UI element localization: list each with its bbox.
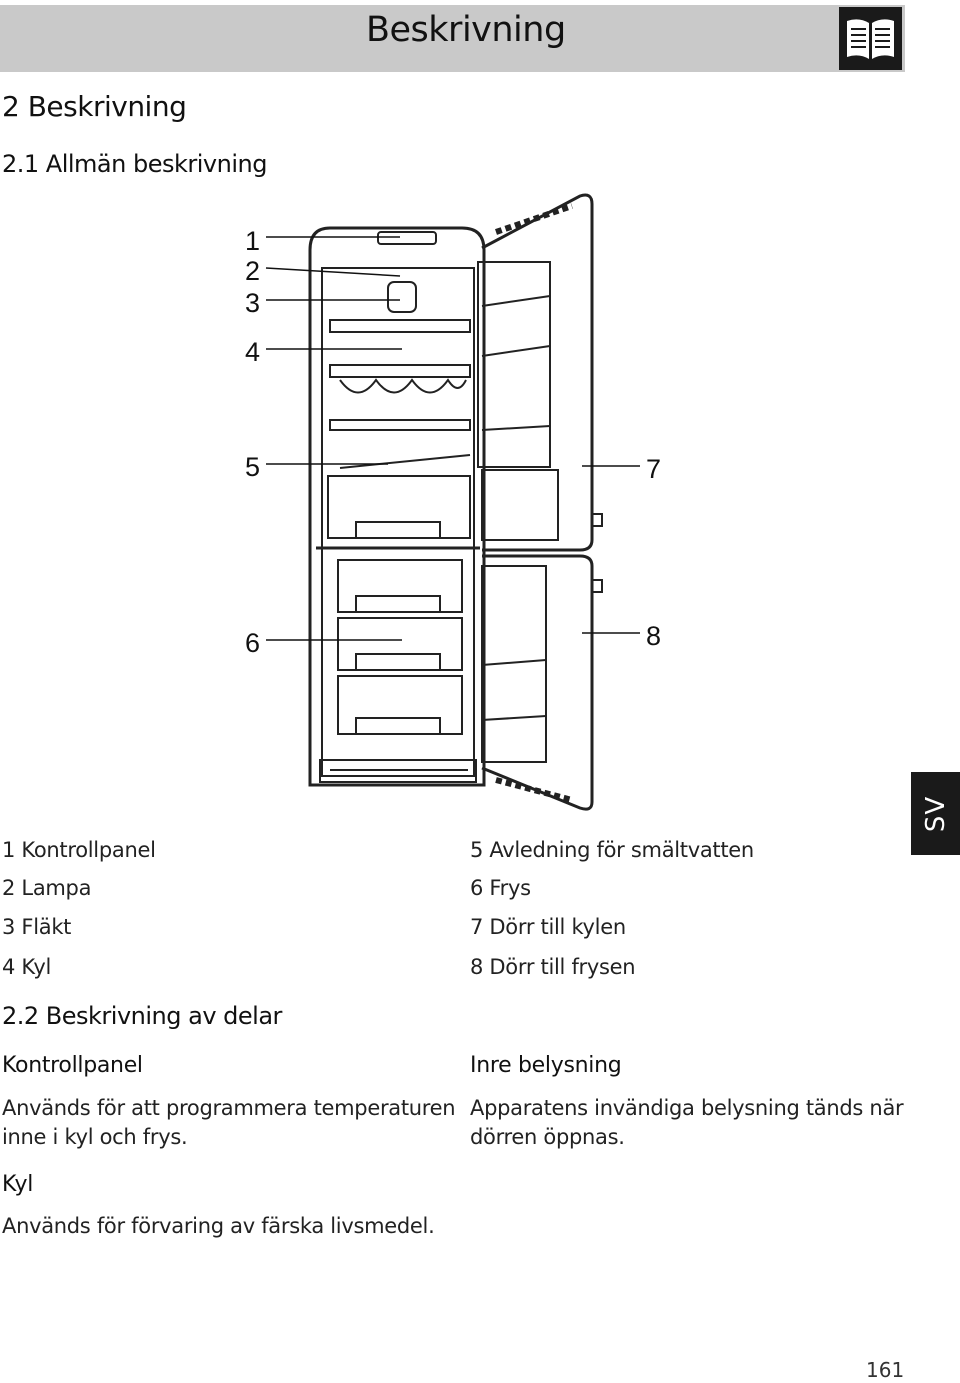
language-tab: SV [911, 772, 960, 855]
callout-3: 3 [245, 288, 260, 318]
paragraph-line: Används för förvaring av färska livsmede… [2, 1214, 435, 1238]
callout-2: 2 [245, 256, 260, 286]
fridge-diagram: 1 2 3 4 5 6 7 8 [245, 193, 661, 811]
header-bar [0, 5, 905, 72]
paragraph-line: Används för att programmera temperaturen [2, 1096, 456, 1120]
section-heading-general: 2.1 Allmän beskrivning [2, 150, 267, 178]
callout-7: 7 [646, 454, 661, 484]
legend-item: 5 Avledning för smältvatten [470, 838, 754, 862]
subheading-kontrollpanel: Kontrollpanel [2, 1053, 143, 1078]
callout-6: 6 [245, 628, 260, 658]
legend-item: 6 Frys [470, 876, 531, 900]
page-number: 161 [866, 1358, 905, 1382]
callout-8: 8 [646, 621, 661, 651]
paragraph-line: inne i kyl och frys. [2, 1125, 188, 1149]
subheading-inre-belysning: Inre belysning [470, 1053, 622, 1078]
callout-4: 4 [245, 337, 260, 367]
callout-1: 1 [245, 226, 260, 256]
legend-item: 2 Lampa [2, 876, 92, 900]
paragraph-line: dörren öppnas. [470, 1125, 625, 1149]
callout-5: 5 [245, 452, 260, 482]
chapter-heading: 2 Beskrivning [2, 90, 187, 123]
language-tab-label: SV [920, 795, 951, 832]
legend-item: 8 Dörr till frysen [470, 955, 636, 979]
section-heading-parts: 2.2 Beskrivning av delar [2, 1002, 282, 1030]
page-header-title: Beskrivning [366, 10, 566, 50]
paragraph-line: Apparatens invändiga belysning tänds när [470, 1096, 904, 1120]
subheading-kyl: Kyl [2, 1172, 34, 1197]
legend-item: 3 Fläkt [2, 915, 72, 939]
paragraph-kyl: Används för förvaring av färska livsmede… [2, 1212, 435, 1241]
paragraph-kontrollpanel: Används för att programmera temperaturen… [2, 1094, 456, 1152]
legend-item: 1 Kontrollpanel [2, 838, 156, 862]
paragraph-inre-belysning: Apparatens invändiga belysning tänds när… [470, 1094, 904, 1152]
book-icon [839, 7, 902, 70]
legend-item: 4 Kyl [2, 955, 52, 979]
legend-item: 7 Dörr till kylen [470, 915, 626, 939]
